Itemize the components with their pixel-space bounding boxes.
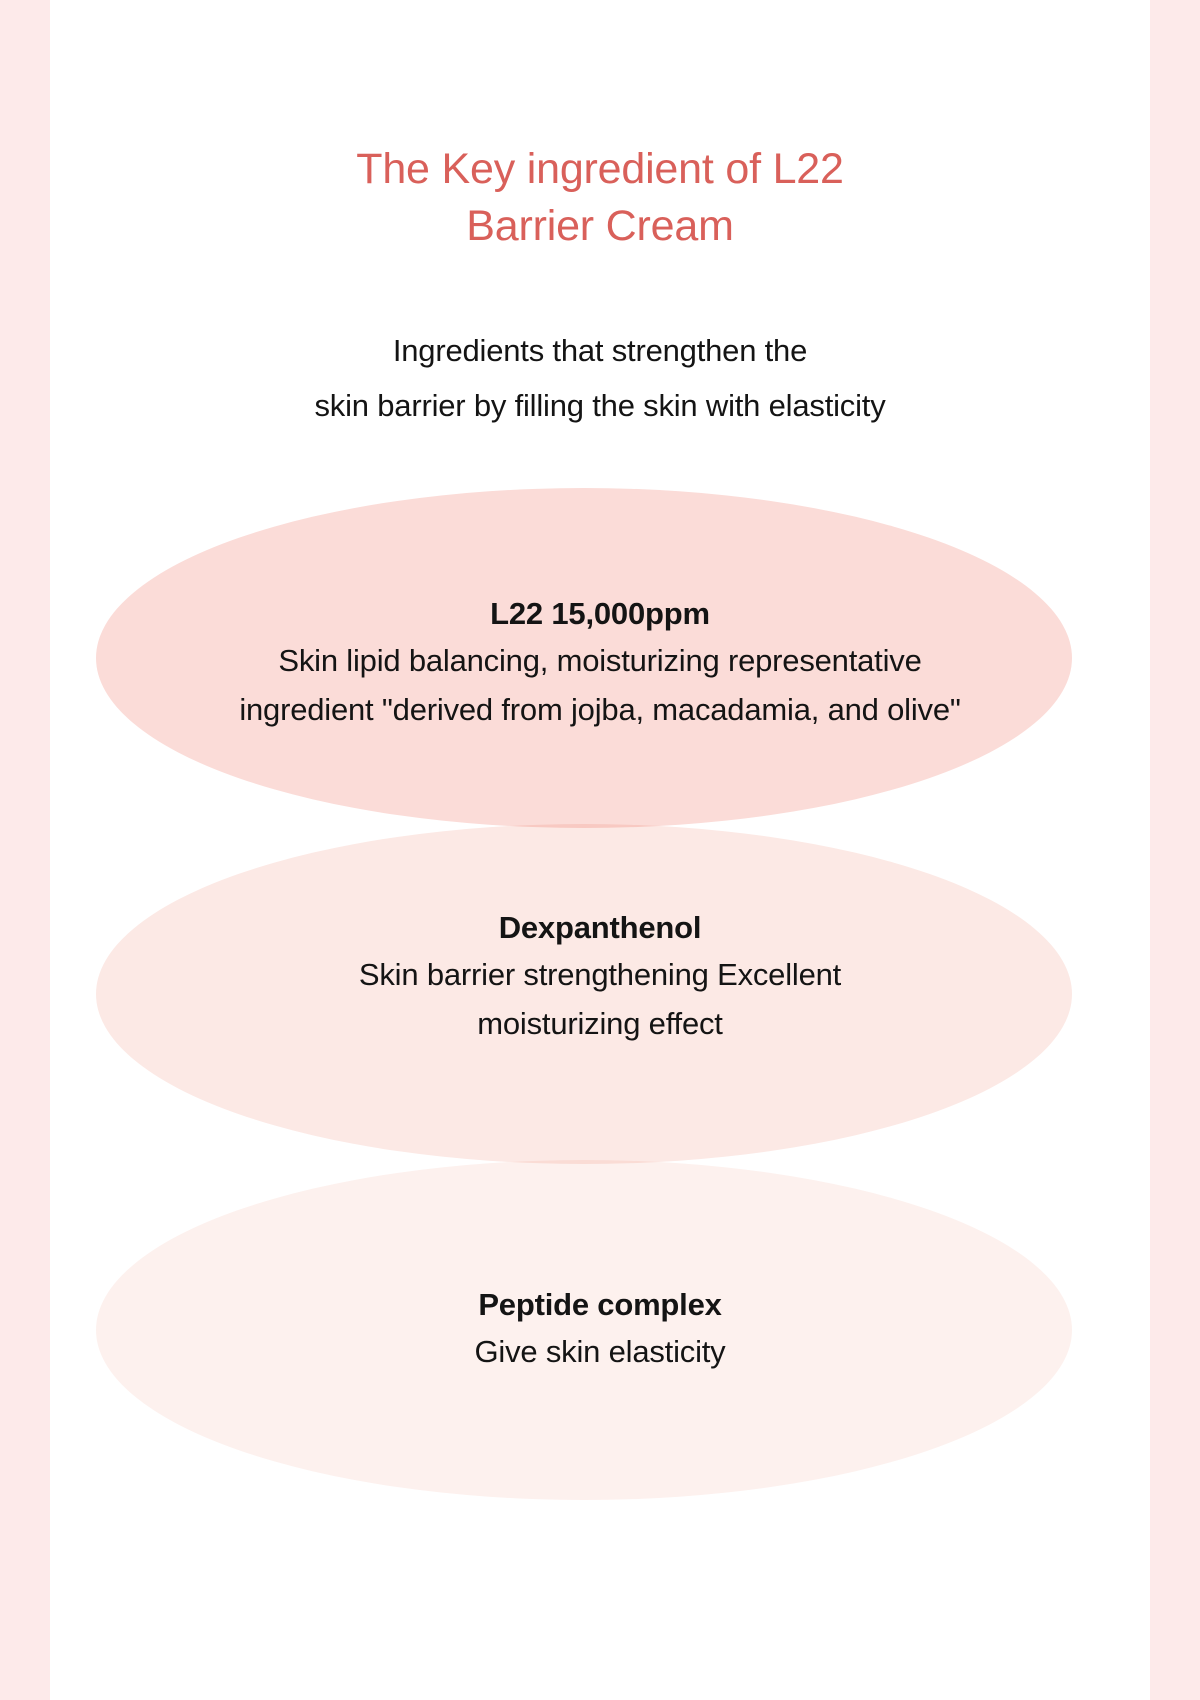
ingredient-description-1: Skin lipid balancing, moisturizing repre… (239, 642, 961, 727)
ingredient-name-1: L22 15,000ppm (490, 596, 710, 631)
ingredient-ellipse-2 (96, 824, 1072, 1164)
ingredient-ellipse-stack: L22 15,000ppm Skin lipid balancing, mois… (50, 0, 1150, 1700)
ingredient-description-3: Give skin elasticity (474, 1333, 726, 1369)
ingredient-label-1: L22 15,000ppm Skin lipid balancing, mois… (50, 592, 1150, 735)
ingredient-description-2: Skin barrier strengthening Excellent moi… (358, 956, 842, 1041)
ingredient-name-2: Dexpanthenol (498, 910, 702, 945)
ingredient-name-3: Peptide complex (478, 1287, 722, 1322)
content-canvas: The Key ingredient of L22 Barrier Cream … (50, 0, 1150, 1700)
page-subtitle: Ingredients that strengthen the skin bar… (314, 333, 886, 424)
ingredient-ellipse-3 (96, 1160, 1072, 1500)
ingredient-label-2: Dexpanthenol Skin barrier strengthening … (50, 906, 1150, 1049)
ingredient-ellipse-1 (96, 488, 1072, 828)
page-title: The Key ingredient of L22 Barrier Cream (356, 144, 844, 250)
ingredient-label-3: Peptide complex Give skin elasticity (50, 1283, 1150, 1377)
